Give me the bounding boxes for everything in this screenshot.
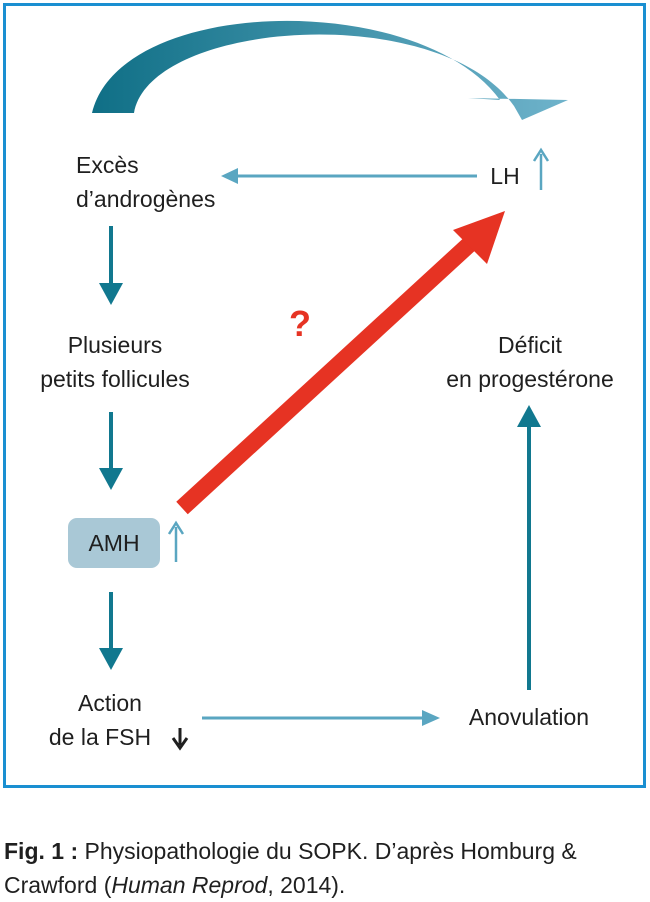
arrow-follicules-to-amh [99, 412, 123, 490]
curved-arrow-androgenes-to-lh [92, 20, 568, 120]
increase-arrow-icon-amh [167, 520, 185, 562]
node-androgenes: Excès d’androgènes [76, 152, 216, 212]
arrow-amh-to-lh [176, 211, 505, 515]
arrow-lh-to-androgenes [221, 168, 477, 184]
node-follicules: Plusieurs petits follicules [40, 332, 190, 392]
figure-caption: Fig. 1 : Physiopathologie du SOPK. D’apr… [4, 834, 650, 902]
figure-frame [3, 3, 646, 788]
arrow-androgenes-to-follicules [99, 226, 123, 305]
arrow-anovulation-to-deficit [517, 405, 541, 690]
caption-tail: , 2014). [267, 872, 346, 898]
node-fsh-line1: Action [78, 690, 142, 716]
node-amh-box [68, 518, 160, 568]
caption-journal: Human Reprod [111, 872, 268, 898]
node-fsh-line2: de la FSH [48, 724, 152, 750]
node-lh: LH [490, 163, 520, 189]
node-deficit: Déficit en progestérone [446, 332, 614, 392]
decrease-arrow-icon-fsh [171, 728, 189, 751]
caption-figure-label: Fig. 1 : [4, 838, 79, 864]
caption-text: Physiopathologie du SOPK. D’après Hombur… [4, 838, 577, 898]
arrow-fsh-to-anovulation [202, 710, 440, 726]
node-amh: AMH [88, 530, 140, 556]
increase-arrow-icon-lh [532, 147, 550, 190]
arrow-amh-to-fsh [99, 592, 123, 670]
question-mark: ? [289, 303, 311, 344]
node-anovulation: Anovulation [468, 704, 590, 730]
